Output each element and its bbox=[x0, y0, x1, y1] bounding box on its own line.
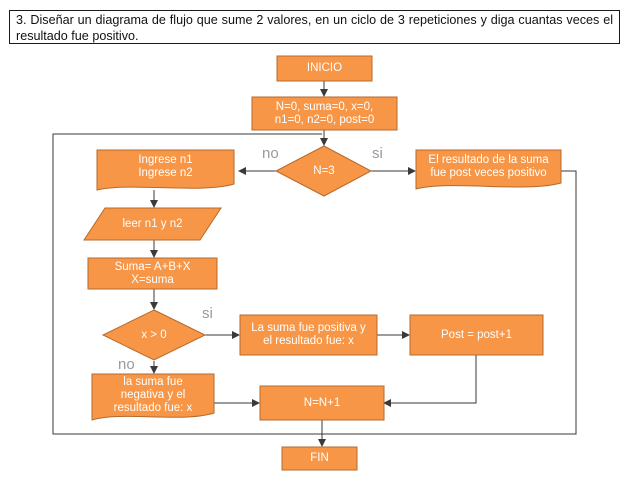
init-process bbox=[251, 96, 398, 131]
problem-statement: 3. Diseñar un diagrama de flujo que sume… bbox=[9, 10, 620, 44]
edge-post-increment bbox=[383, 355, 477, 407]
x-condition-diamond bbox=[101, 309, 207, 361]
positive-process bbox=[239, 314, 378, 356]
input-display-shape bbox=[96, 149, 235, 191]
result-output-shape bbox=[415, 149, 562, 190]
end-terminal bbox=[281, 446, 358, 471]
n-condition-si-label: si bbox=[372, 145, 383, 162]
post-increment-process bbox=[409, 314, 544, 356]
n-condition-diamond bbox=[274, 145, 373, 197]
sum-process bbox=[87, 257, 218, 290]
x-condition-no-label: no bbox=[118, 356, 135, 373]
start-terminal bbox=[276, 55, 373, 82]
edge-result-fin bbox=[322, 170, 577, 435]
x-condition-si-label: si bbox=[202, 305, 213, 322]
edge-loop-back bbox=[52, 133, 322, 435]
n-condition-no-label: no bbox=[262, 145, 279, 162]
n-increment-process bbox=[259, 385, 385, 421]
negative-output-shape bbox=[91, 373, 215, 421]
read-input-parallelogram bbox=[83, 207, 222, 241]
